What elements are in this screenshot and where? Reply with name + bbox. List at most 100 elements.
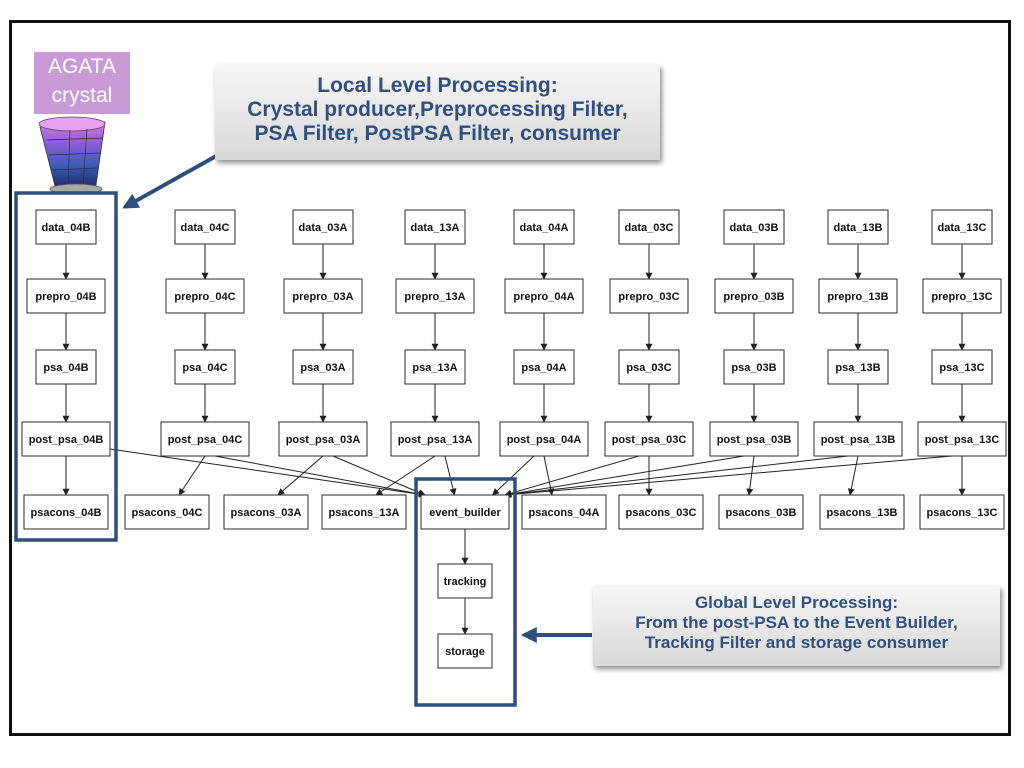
node-cons-label: psacons_13C [927, 507, 998, 519]
node-cons: psacons_13A [321, 494, 407, 530]
node-post: post_psa_04A [499, 421, 589, 457]
node-psa: psa_03C [618, 349, 680, 385]
node-post: post_psa_13A [390, 421, 480, 457]
node-psa-label: psa_03A [300, 362, 345, 374]
edge-arrow [332, 455, 426, 496]
node-data: data_03B [723, 209, 785, 245]
node-psa-label: psa_03C [626, 362, 671, 374]
node-prepro-box [504, 278, 584, 314]
node-prepro-label: prepro_13B [827, 291, 888, 303]
node-post: post_psa_03A [278, 421, 368, 457]
edge-arrow [492, 455, 535, 496]
node-prepro-box [165, 278, 245, 314]
edge-arrow [543, 455, 555, 496]
node-prepro: prepro_04C [165, 278, 245, 314]
node-data-label: data_03A [299, 222, 348, 234]
node-prepro-box [714, 278, 794, 314]
node-data-box [404, 209, 466, 245]
node-cons-label: psacons_04B [31, 507, 102, 519]
node-data-box [174, 209, 236, 245]
node-psa-box [827, 349, 889, 385]
node-data: data_03A [292, 209, 354, 245]
node-cons: psacons_04B [23, 494, 109, 530]
node-post-box [709, 421, 799, 457]
node-post-label: post_psa_03A [286, 434, 361, 446]
node-psa-box [35, 349, 97, 385]
node-cons-label: psacons_13A [329, 507, 400, 519]
node-post-label: post_psa_03B [717, 434, 792, 446]
edge-arrow [746, 455, 755, 496]
node-psa: psa_03A [292, 349, 354, 385]
agata-label-line: AGATA [47, 55, 117, 78]
global-processing-group-box [414, 477, 517, 707]
node-cons: psacons_13B [819, 494, 905, 530]
callout-line: Crystal producer,Preprocessing Filter, [247, 98, 628, 121]
node-psa: psa_13A [404, 349, 466, 385]
node-cons: psacons_03C [618, 494, 704, 530]
local-processing-group-box [14, 191, 118, 542]
edge-arrow [375, 455, 436, 496]
node-data-label: data_03C [625, 222, 674, 234]
node-cons-box [819, 494, 905, 530]
node-prepro: prepro_04A [504, 278, 584, 314]
node-data: data_04A [513, 209, 575, 245]
node-psa-box [618, 349, 680, 385]
node-prepro-label: prepro_03C [618, 291, 679, 303]
node-data: data_13C [931, 209, 993, 245]
node-psa: psa_04A [513, 349, 575, 385]
node-prepro-box [26, 278, 106, 314]
node-event-builder: event_builder [420, 494, 510, 530]
node-data-label: data_13C [938, 222, 987, 234]
node-prepro: prepro_13A [395, 278, 475, 314]
node-layer: event_buildertrackingstoragedata_04Bprep… [21, 209, 1007, 669]
node-psa-box [174, 349, 236, 385]
node-prepro: prepro_04B [26, 278, 106, 314]
node-data-label: data_13A [411, 222, 460, 234]
node-data-label: data_04C [181, 222, 230, 234]
node-data: data_13A [404, 209, 466, 245]
node-storage-label: storage [445, 646, 485, 658]
node-cons-box [521, 494, 607, 530]
edge-arrow [847, 455, 859, 496]
node-prepro-label: prepro_04B [35, 291, 96, 303]
edge-arrow [109, 448, 426, 498]
node-psa-label: psa_13C [939, 362, 984, 374]
node-post: post_psa_13B [813, 421, 903, 457]
node-data-box [513, 209, 575, 245]
node-cons-box [919, 494, 1005, 530]
node-cons-box [223, 494, 309, 530]
node-post-box [604, 421, 694, 457]
node-data-label: data_04A [520, 222, 569, 234]
node-post-label: post_psa_04B [29, 434, 104, 446]
node-data-box [292, 209, 354, 245]
node-prepro-label: prepro_04A [513, 291, 574, 303]
edge-arrow [504, 455, 953, 498]
node-event-builder-box [420, 494, 510, 530]
node-post: post_psa_13C [917, 421, 1007, 457]
node-cons-label: psacons_03A [231, 507, 302, 519]
node-prepro-label: prepro_04C [174, 291, 235, 303]
node-post-box [917, 421, 1007, 457]
node-post-box [160, 421, 250, 457]
node-cons-box [321, 494, 407, 530]
node-cons-box [618, 494, 704, 530]
node-psa-label: psa_03B [731, 362, 776, 374]
node-psa-label: psa_04A [521, 362, 566, 374]
node-prepro: prepro_03C [609, 278, 689, 314]
edge-arrow [214, 455, 426, 498]
node-post-label: post_psa_13A [398, 434, 473, 446]
node-prepro-box [922, 278, 1002, 314]
callout-line: PSA Filter, PostPSA Filter, consumer [254, 122, 621, 145]
node-post: post_psa_03B [709, 421, 799, 457]
edge-arrow [444, 455, 457, 496]
node-cons-label: psacons_03B [726, 507, 797, 519]
node-cons-box [718, 494, 804, 530]
node-cons: psacons_04C [124, 494, 210, 530]
agata-crystal-image [38, 116, 106, 195]
node-cons-label: psacons_04A [529, 507, 600, 519]
node-psa-box [513, 349, 575, 385]
node-prepro: prepro_13B [818, 278, 898, 314]
edge-arrow [277, 455, 324, 496]
node-data-label: data_03B [730, 222, 779, 234]
node-data-box [618, 209, 680, 245]
